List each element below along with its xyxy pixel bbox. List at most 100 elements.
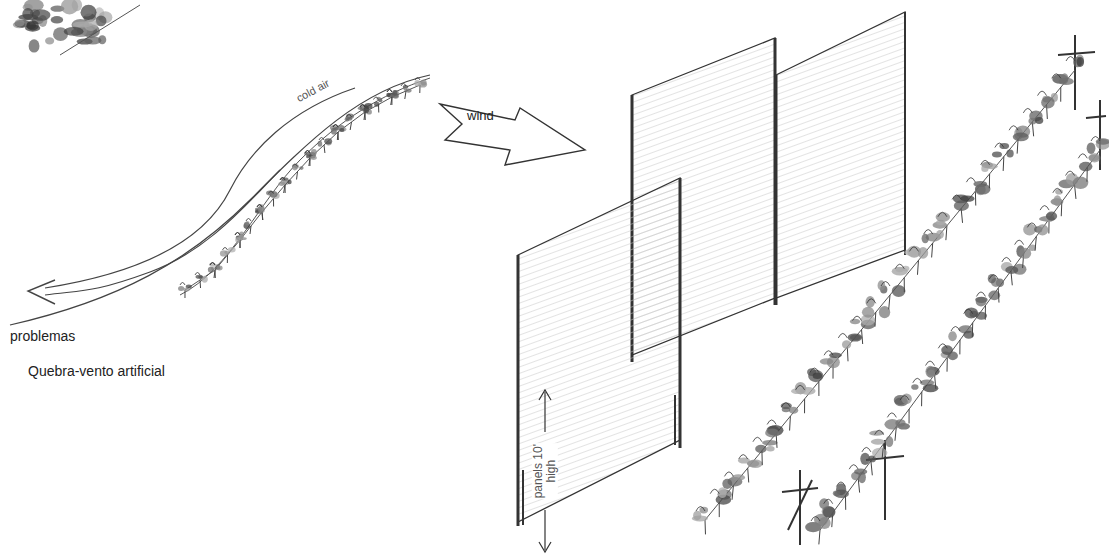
vine-leaf	[948, 331, 957, 341]
vine-leaf	[1059, 78, 1074, 85]
vine-leaf	[866, 296, 875, 308]
vine-trunk	[1100, 150, 1101, 164]
vine-tendril	[1023, 108, 1032, 113]
vine-leaf	[1005, 266, 1018, 274]
vine-tendril	[881, 282, 890, 287]
vine-tendril	[853, 316, 862, 321]
vine-tendril	[966, 178, 975, 183]
vine-trunk	[705, 520, 706, 534]
vine-tendril	[811, 517, 820, 522]
vine-tendril	[989, 275, 998, 280]
vine-trunk	[845, 495, 846, 509]
vine-trunk	[804, 399, 805, 413]
vine-leaf	[911, 384, 918, 390]
vine-tendril	[180, 283, 185, 286]
vine-tendril	[415, 78, 420, 81]
vine-tendril	[1091, 137, 1100, 142]
vine-tendril	[838, 333, 847, 338]
vine-leaf	[183, 288, 189, 292]
vine-tendril	[305, 151, 310, 154]
vine-tendril	[862, 447, 871, 452]
vine-wire	[185, 270, 215, 290]
tree-foliage	[45, 37, 54, 44]
tree-foliage	[27, 20, 39, 30]
vine-tendril	[347, 115, 352, 118]
dimension-label: panels 10' high	[532, 443, 558, 499]
vine-tendril	[875, 430, 884, 435]
vine-trunk	[935, 375, 936, 389]
vine-leaf	[975, 184, 991, 195]
vine-tendril	[387, 90, 392, 93]
vine-trunk	[364, 112, 366, 120]
vine-trunk	[985, 305, 986, 319]
vine-trunk	[909, 409, 910, 423]
vine-tendril	[333, 125, 338, 128]
vine-leaf	[235, 237, 240, 243]
vine-tendril	[849, 465, 858, 470]
vine-leaf	[1013, 132, 1029, 141]
vine-leaf	[1079, 162, 1092, 172]
tree-foliage	[84, 20, 98, 31]
tree-foliage	[81, 5, 97, 20]
vine-leaf	[208, 267, 214, 273]
vine-leaf	[755, 445, 767, 453]
vine-tendril	[796, 385, 805, 390]
vine-trunk	[1035, 236, 1036, 250]
vine-leaf	[209, 263, 215, 267]
vine-trunk	[932, 243, 933, 257]
vine-leaf	[860, 453, 870, 465]
vine-trunk	[975, 191, 976, 205]
vine-wire	[705, 70, 1075, 520]
vine-trunk	[324, 145, 326, 153]
vine-tendril	[836, 482, 845, 487]
caption-label: Quebra-vento artificial	[28, 364, 165, 379]
vine-trunk	[818, 382, 819, 396]
vine-leaf	[324, 138, 332, 144]
tree-foliage	[32, 9, 51, 21]
vine-trunk	[215, 270, 216, 278]
vine-leaf	[895, 419, 905, 427]
vine-trunk	[337, 132, 339, 140]
vine-trunk	[284, 185, 285, 193]
vine-leaf	[901, 394, 912, 404]
vine-leaf	[699, 507, 708, 514]
vine-trunk	[285, 185, 286, 193]
vine-leaf	[833, 491, 841, 497]
vine-leaf	[1037, 224, 1049, 235]
vine-leaf	[848, 333, 863, 341]
vine-tendril	[1053, 188, 1062, 193]
vine-leaf	[738, 457, 750, 463]
vine-tendril	[333, 125, 338, 128]
vine-trunk	[874, 312, 876, 326]
vine-leaf	[1096, 139, 1109, 150]
vine-tendril	[293, 164, 298, 167]
vine-leaf	[925, 366, 935, 378]
vine-tendril	[909, 247, 918, 252]
vine-leaf	[339, 128, 344, 132]
tree-foliage	[72, 0, 82, 11]
vine-tendril	[257, 205, 262, 208]
vine-tendril	[938, 212, 947, 217]
vine-tendril	[952, 195, 961, 200]
vine-tendril	[926, 361, 935, 366]
vine-leaf	[346, 117, 353, 121]
vine-leaf	[299, 166, 303, 170]
vine-leaf	[338, 127, 346, 132]
vine-leaf	[1023, 224, 1036, 236]
vine-leaf	[762, 440, 778, 446]
vine-tendril	[995, 143, 1004, 148]
vine-tendril	[739, 455, 748, 460]
vine-tendril	[976, 292, 985, 297]
vine-leaf	[364, 106, 369, 113]
vine-tendril	[374, 97, 379, 100]
vine-trunk	[917, 260, 919, 274]
vine-leaf	[1055, 189, 1063, 195]
vine-trunk	[972, 323, 973, 337]
vine-wire	[310, 132, 338, 158]
vine-trunk	[1017, 139, 1019, 153]
vine-tendril	[900, 396, 909, 401]
vine-trunk	[214, 270, 216, 278]
vine-leaf	[936, 212, 950, 221]
vine-tendril	[223, 248, 228, 251]
vine-leaf	[1054, 195, 1062, 206]
